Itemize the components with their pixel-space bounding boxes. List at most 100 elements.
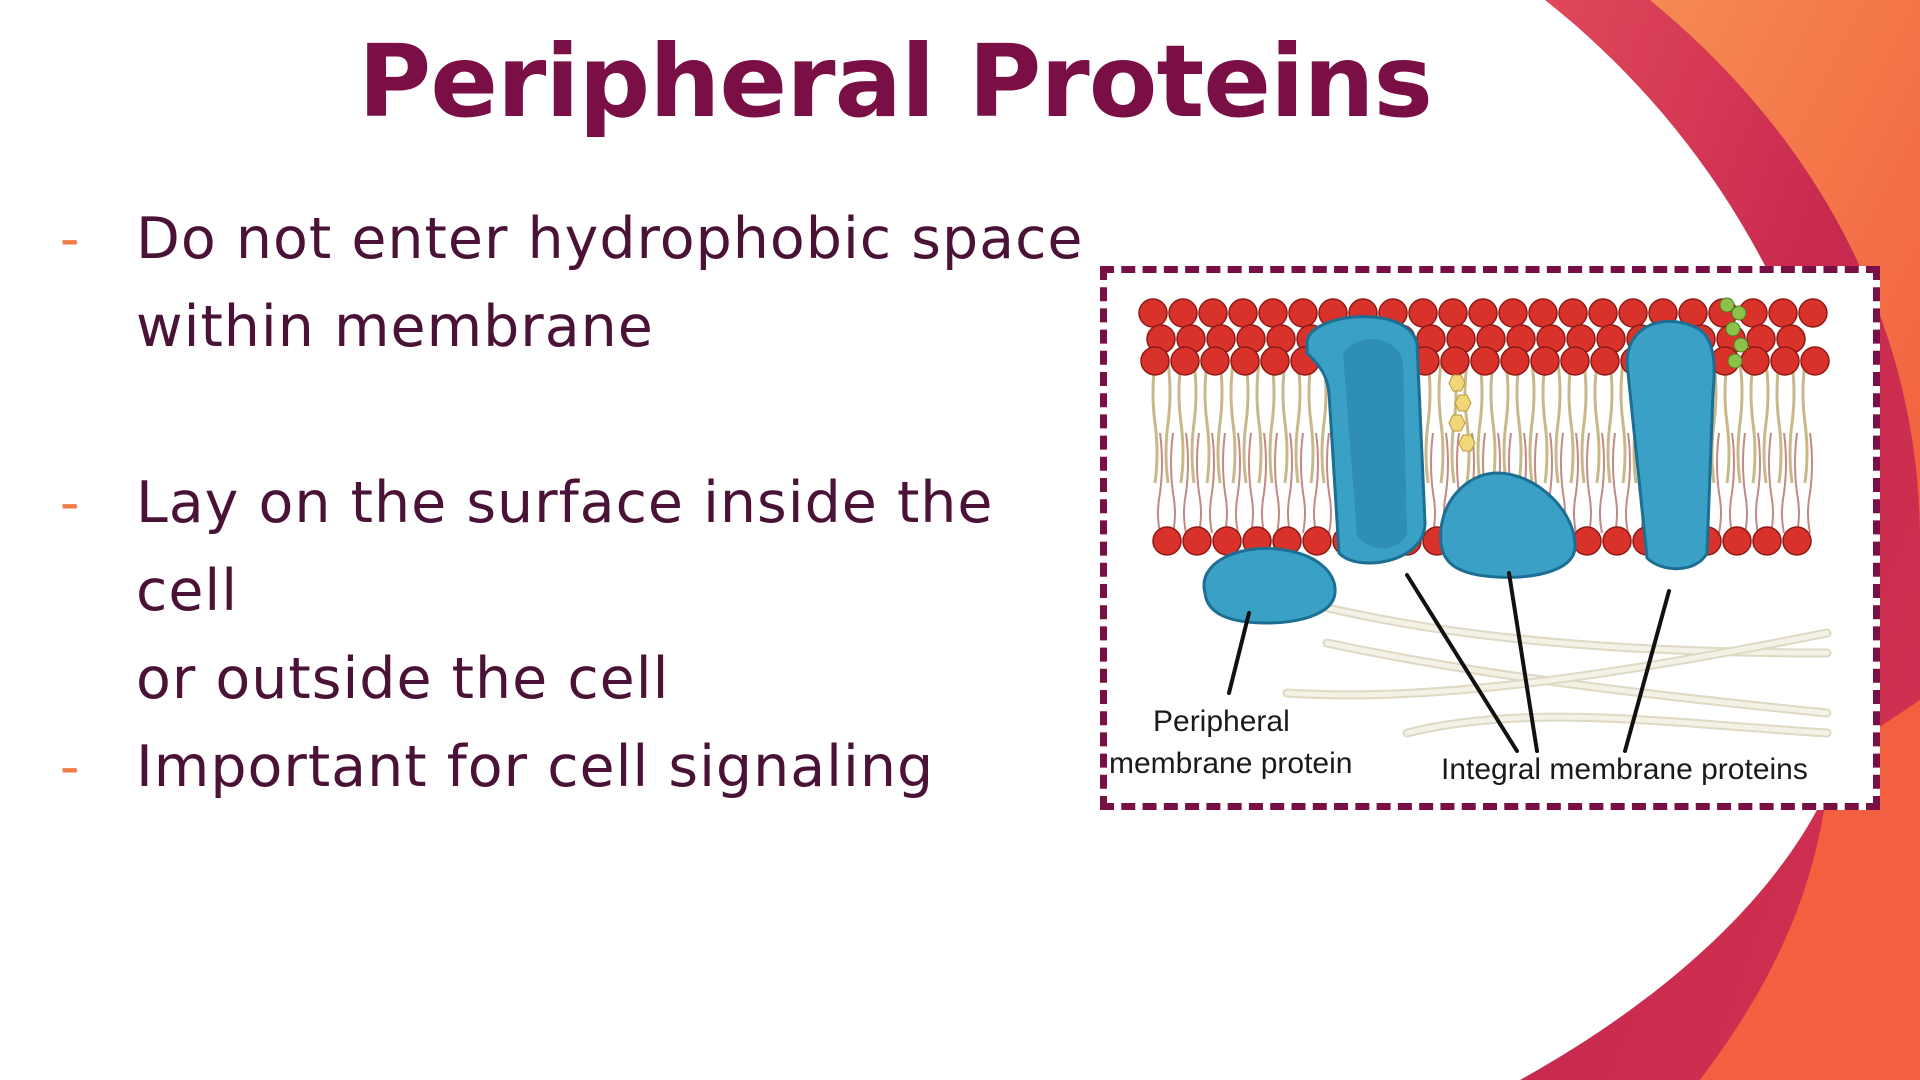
lipid-tail-inner — [1807, 432, 1813, 534]
lipid-head — [1440, 346, 1470, 376]
cytoskeleton-fibers — [1282, 598, 1832, 738]
lipid-tail — [1606, 362, 1614, 484]
lipid-tail — [1619, 362, 1627, 484]
bullet-text-line: Lay on the surface inside the cell — [136, 470, 994, 624]
lipid-head — [1152, 526, 1182, 556]
lipid-tail-inner — [1235, 432, 1241, 534]
lipid-tail-inner — [1755, 432, 1761, 534]
lipid-tail — [1489, 362, 1497, 484]
bullet-dash: - — [60, 735, 80, 798]
lipid-tail — [1268, 362, 1276, 484]
lipid-head — [1438, 298, 1468, 328]
bullet-text-line: or outside the cell — [136, 646, 670, 712]
lipid-head — [1590, 346, 1620, 376]
bullet-text-line: Do not enter hydrophobic space — [136, 206, 1084, 272]
fiber-core — [1404, 714, 1830, 736]
lipid-tail-inner — [1573, 432, 1579, 534]
lipid-tail — [1437, 362, 1445, 484]
slide-title: Peripheral Proteins — [357, 23, 1433, 140]
fiber-core — [1284, 630, 1830, 698]
lipid-head — [1602, 526, 1632, 556]
lipid-tail — [1307, 362, 1315, 484]
lipid-head — [1722, 526, 1752, 556]
lipid-head — [1470, 346, 1500, 376]
lipid-tail-inner — [1183, 432, 1189, 534]
lipid-tail — [1749, 362, 1757, 484]
lipid-head — [1752, 526, 1782, 556]
lipid-head — [1530, 346, 1560, 376]
lipid-tail — [1281, 362, 1289, 484]
lipid-tail — [1801, 362, 1809, 484]
lipid-head — [1800, 346, 1830, 376]
lipid-head — [1408, 298, 1438, 328]
lipid-head — [1770, 346, 1800, 376]
lipid-tail — [1567, 362, 1575, 484]
lipid-tail-inner — [1274, 432, 1280, 534]
membrane-figure: Peripheral membrane protein Integral mem… — [1100, 266, 1880, 810]
lipid-tail-inner — [1170, 432, 1176, 534]
integral-protein-2 — [1439, 471, 1577, 579]
lipid-tail — [1177, 362, 1185, 484]
lipid-head — [1572, 526, 1602, 556]
lipid-tail — [1502, 362, 1510, 484]
swoosh-orange — [1650, 0, 1920, 540]
lipid-tail-inner — [1209, 432, 1215, 534]
lipid-head — [1618, 298, 1648, 328]
lipid-tail — [1775, 362, 1783, 484]
lipid-tail — [1229, 362, 1237, 484]
label-peripheral-line2: membrane protein — [1109, 747, 1353, 780]
glycan — [1725, 321, 1741, 337]
lipid-tail-inner — [1326, 432, 1332, 534]
lipid-tail — [1710, 362, 1718, 484]
pointer-line — [1507, 571, 1539, 753]
lipid-tail-inner — [1222, 432, 1228, 534]
lipid-tail-inner — [1157, 432, 1163, 534]
lipid-head — [1288, 298, 1318, 328]
integral-protein-1-shade — [1343, 339, 1407, 549]
integral-protein-3 — [1625, 319, 1716, 571]
lipid-tail — [1580, 362, 1588, 484]
lipid-head — [1230, 346, 1260, 376]
lipid-tail-inner — [1261, 432, 1267, 534]
proteins — [1202, 315, 1716, 625]
lipid-tail-inner — [1248, 432, 1254, 534]
lipid-tail-inner — [1781, 432, 1787, 534]
glycan — [1719, 297, 1735, 313]
lipid-tail-inner — [1729, 432, 1735, 534]
lipid-head — [1228, 298, 1258, 328]
lipid-tail — [1541, 362, 1549, 484]
lipid-tail — [1242, 362, 1250, 484]
lipid-head — [1170, 346, 1200, 376]
lipid-head — [1468, 298, 1498, 328]
lipid-tail-inner — [1586, 432, 1592, 534]
lipid-tail-inner — [1625, 432, 1631, 534]
lipid-head — [1198, 298, 1228, 328]
lipid-head — [1138, 298, 1168, 328]
pointer-line — [1405, 573, 1519, 753]
lipid-head — [1260, 346, 1290, 376]
lipid-tail — [1788, 362, 1796, 484]
cholesterol — [1458, 434, 1476, 452]
lipid-tail — [1723, 362, 1731, 484]
lipid-tail-inner — [1612, 432, 1618, 534]
lipid-tail — [1216, 362, 1224, 484]
bullet-text-line: Important for cell signaling — [136, 734, 935, 800]
membrane-diagram-icon — [1138, 297, 1832, 753]
lipid-tail-inner — [1742, 432, 1748, 534]
lipid-tail — [1515, 362, 1523, 484]
lipid-tail — [1164, 362, 1172, 484]
lipid-head — [1182, 526, 1212, 556]
bullet-text-line: within membrane — [136, 294, 654, 360]
pointer-line — [1227, 611, 1251, 695]
bullet-dash: - — [60, 207, 80, 270]
lipid-head — [1200, 346, 1230, 376]
lipid-tail — [1528, 362, 1536, 484]
lipid-head — [1782, 526, 1812, 556]
glycan — [1727, 353, 1743, 369]
lipid-tail — [1476, 362, 1484, 484]
lipid-head — [1140, 346, 1170, 376]
lipid-tail — [1762, 362, 1770, 484]
lipid-head — [1498, 298, 1528, 328]
lipid-tail — [1190, 362, 1198, 484]
label-pointers — [1227, 571, 1671, 753]
